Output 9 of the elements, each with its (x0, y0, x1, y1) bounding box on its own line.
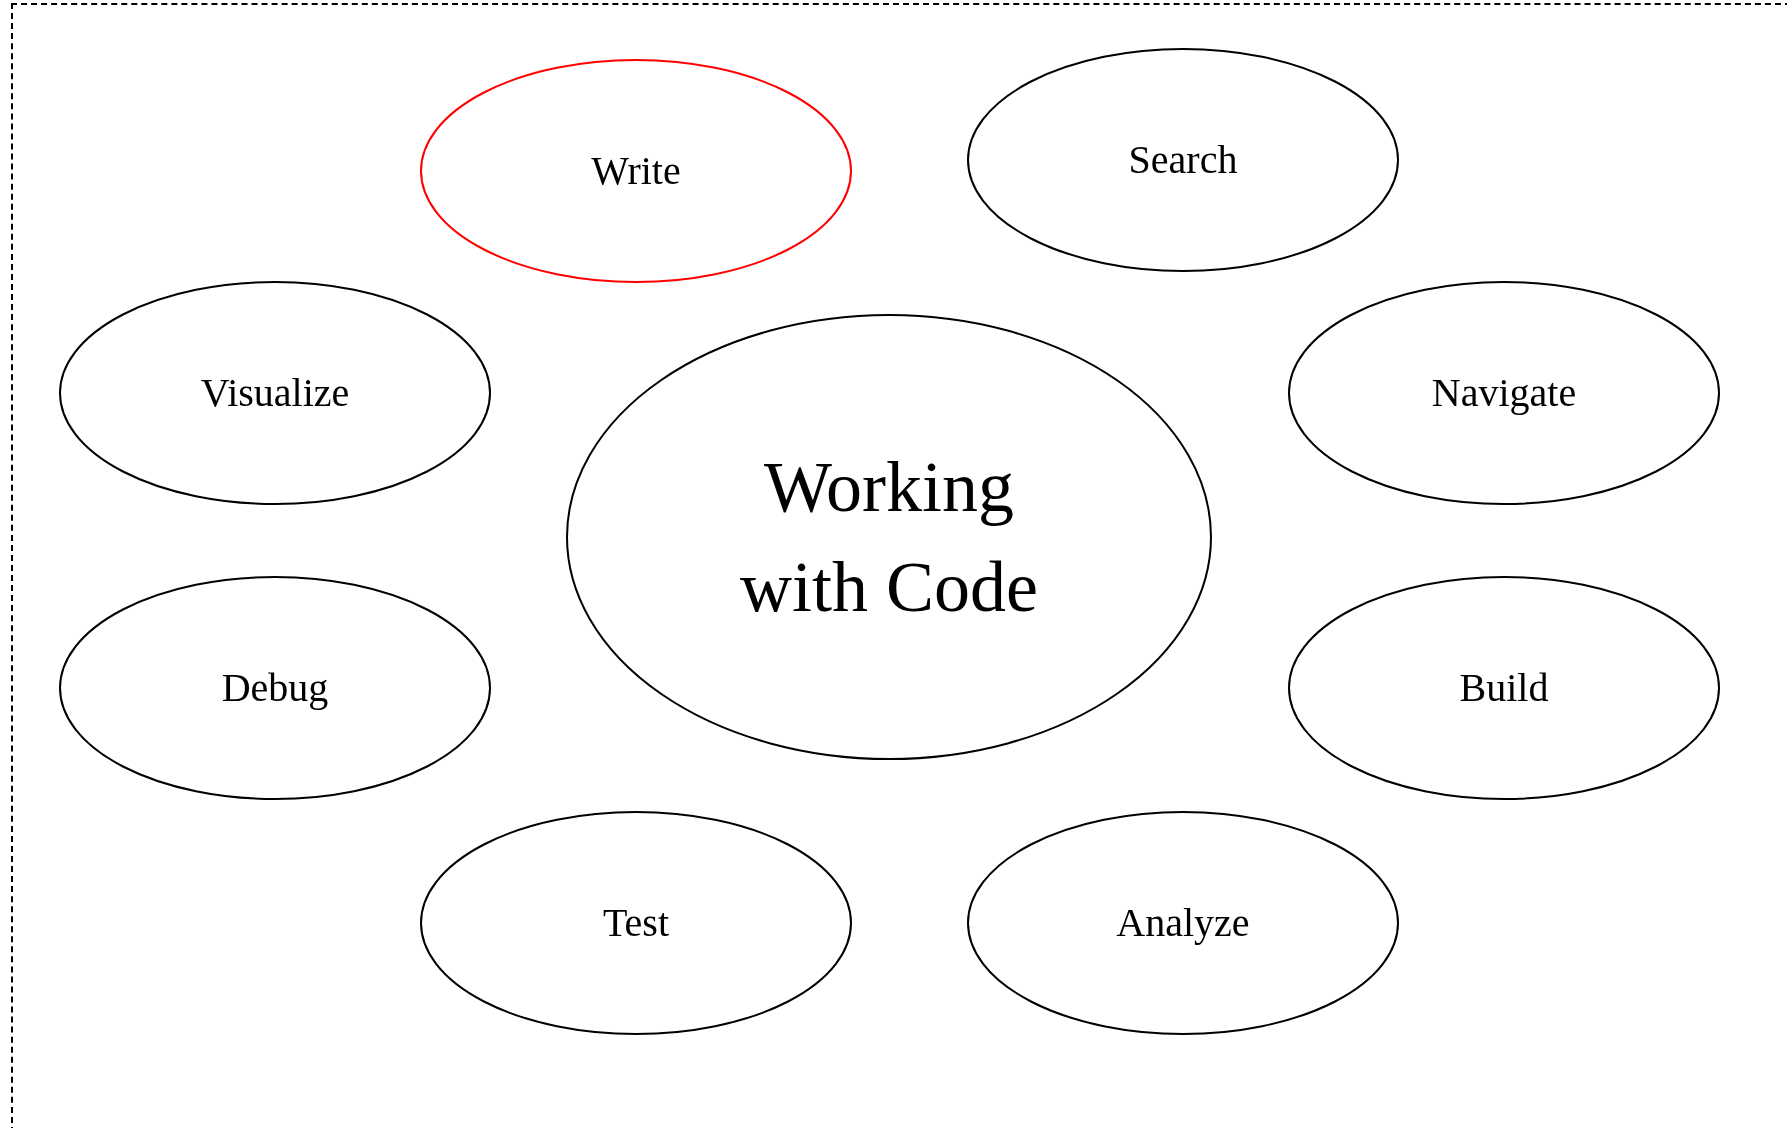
node-label: Test (602, 899, 670, 947)
node-label: Write (591, 147, 681, 195)
node-label: Navigate (1431, 369, 1577, 417)
node-label: Search (1128, 136, 1238, 184)
node-label: Debug (221, 664, 329, 712)
node-label: Analyze (1116, 899, 1250, 947)
node-label: Build (1459, 664, 1549, 712)
node-label: Visualize (200, 369, 350, 417)
node-label: Working with Code (739, 446, 1039, 629)
